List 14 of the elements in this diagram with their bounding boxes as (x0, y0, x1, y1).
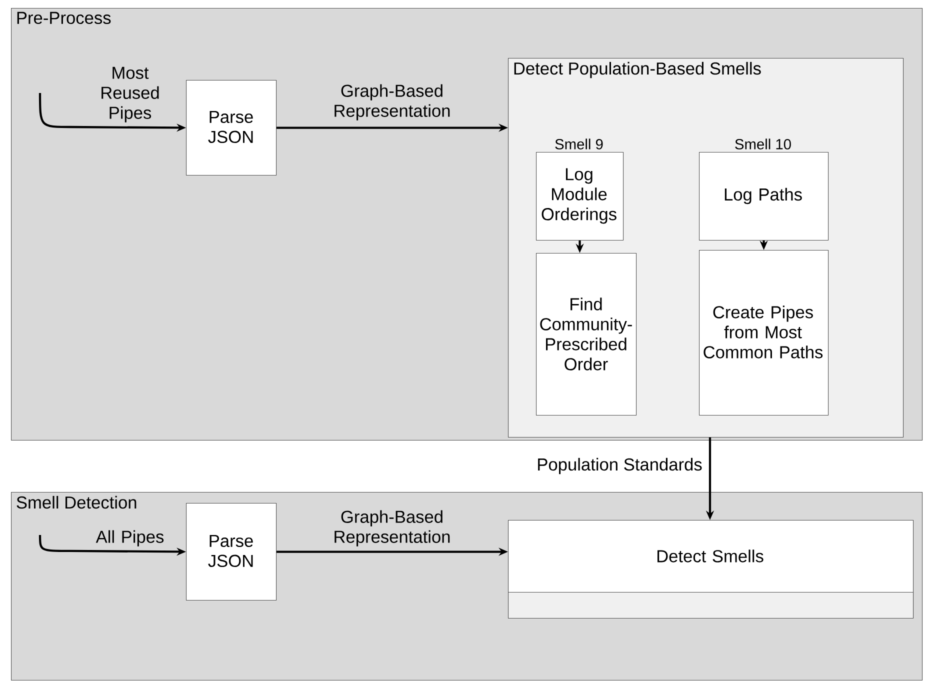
process-box: Log Module Orderings (536, 152, 624, 241)
process-box: Find Community-Prescribed Order (536, 253, 637, 416)
edge-label: Graph-Based Representation (334, 510, 450, 546)
footer-bar (508, 592, 914, 619)
smell-label: Smell 9 (555, 138, 603, 150)
process-box: Parse JSON (186, 80, 277, 176)
edge-label: Graph-Based Representation (334, 84, 450, 120)
smell-label: Smell 10 (735, 138, 791, 150)
process-box: Parse JSON (186, 503, 277, 601)
process-box: Create Pipes from Most Common Paths (699, 250, 829, 416)
edge-label: Most Reused Pipes (102, 66, 159, 122)
edge-label: All Pipes (96, 530, 164, 546)
edge-label: Population Standards (538, 458, 702, 474)
process-box: Log Paths (699, 152, 829, 241)
